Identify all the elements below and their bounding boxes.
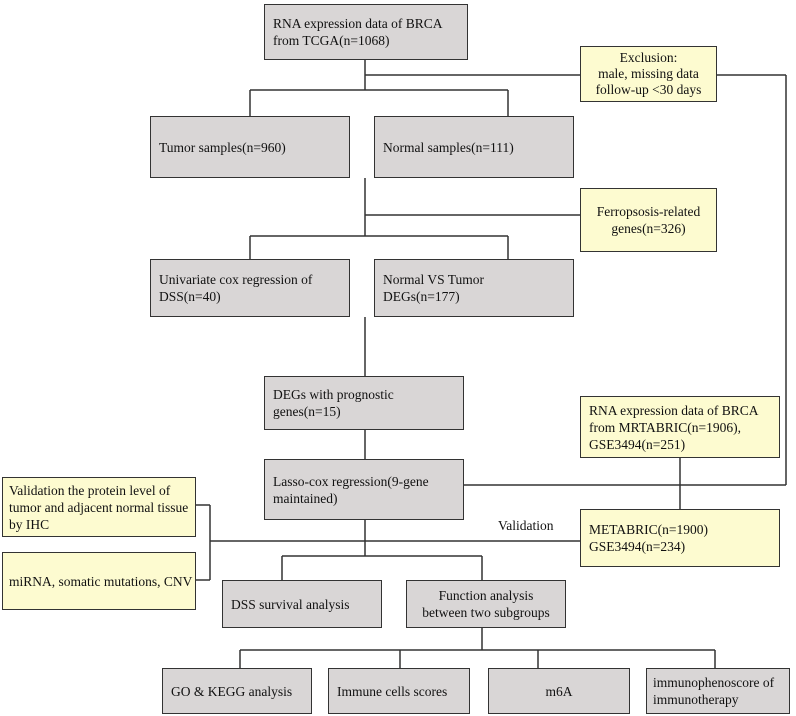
tcga-box: RNA expression data of BRCA from TCGA(n=…: [264, 4, 468, 60]
mrtabric-line-1: RNA expression data of BRCA: [589, 402, 759, 418]
function-line-1: Function analysis: [438, 588, 534, 603]
degs-line-1: DEGs with prognostic: [273, 387, 394, 402]
tumor-samples-label: Tumor samples(n=960): [159, 139, 286, 155]
mirna-label: miRNA, somatic mutations, CNV: [9, 573, 193, 589]
immune-label: Immune cells scores: [337, 683, 448, 699]
exclusion-line-2: male, missing data: [598, 66, 699, 81]
normal-vs-tumor-box: Normal VS Tumor DEGs(n=177): [374, 259, 574, 317]
ferro-line-1: Ferropsosis-related: [596, 204, 701, 219]
degs-line-2: genes(n=15): [273, 404, 341, 419]
tcga-line-1: RNA expression data of BRCA: [273, 16, 443, 31]
ferro-line-2: genes(n=326): [611, 221, 686, 236]
metabric-line-1: METABRIC(n=1900): [589, 522, 709, 537]
ihc-line-1: Validation the protein level of: [9, 482, 171, 498]
lasso-line-2: maintained): [273, 490, 338, 506]
function-analysis-box: Function analysis between two subgroups: [406, 580, 566, 628]
m6a-box: m6A: [488, 668, 630, 714]
dss-survival-label: DSS survival analysis: [231, 596, 350, 612]
exclusion-line-3: follow-up <30 days: [595, 82, 702, 97]
normal-samples-label: Normal samples(n=111): [383, 139, 514, 155]
tumor-samples-box: Tumor samples(n=960): [150, 116, 350, 178]
dss-survival-box: DSS survival analysis: [222, 580, 382, 628]
mrtabric-line-3: GSE3494(n=251): [589, 436, 686, 452]
univariate-line-1: Univariate cox regression of: [159, 272, 313, 287]
mrtabric-box: RNA expression data of BRCA from MRTABRI…: [580, 396, 780, 458]
validation-label: Validation: [498, 518, 554, 533]
univariate-cox-box: Univariate cox regression of DSS(n=40): [150, 259, 350, 317]
mrtabric-line-2: from MRTABRIC(n=1906),: [589, 419, 741, 435]
m6a-label: m6A: [545, 683, 573, 699]
validation-ihc-box: Validation the protein level of tumor an…: [2, 477, 196, 537]
tcga-line-2: from TCGA(n=1068): [273, 33, 390, 48]
metabric-line-2: GSE3494(n=234): [589, 539, 686, 554]
ihc-line-3: by IHC: [9, 516, 50, 532]
go-kegg-box: GO & KEGG analysis: [162, 668, 312, 714]
ihc-line-2: tumor and adjacent normal tissue: [9, 499, 189, 515]
immunophenoscore-box: immunophenoscore of immunotherapy: [646, 668, 790, 714]
degs-prognostic-box: DEGs with prognostic genes(n=15): [264, 376, 464, 430]
mirna-box: miRNA, somatic mutations, CNV: [2, 552, 196, 610]
exclusion-box: Exclusion: male, missing data follow-up …: [580, 46, 717, 102]
immune-scores-box: Immune cells scores: [328, 668, 470, 714]
function-line-2: between two subgroups: [422, 605, 550, 620]
lasso-cox-box: Lasso-cox regression(9-gene maintained): [264, 459, 464, 520]
immunopheno-line-1: immunophenoscore of: [653, 675, 775, 690]
ferroptosis-genes-box: Ferropsosis-related genes(n=326): [580, 188, 717, 252]
immunopheno-line-2: immunotherapy: [653, 692, 739, 707]
lasso-line-1: Lasso-cox regression(9-gene: [273, 473, 429, 489]
exclusion-line-1: Exclusion:: [619, 50, 678, 65]
metabric-box: METABRIC(n=1900) GSE3494(n=234): [580, 509, 780, 567]
normal-samples-box: Normal samples(n=111): [374, 116, 574, 178]
univariate-line-2: DSS(n=40): [159, 289, 221, 304]
nvt-line-1: Normal VS Tumor: [383, 272, 485, 287]
nvt-line-2: DEGs(n=177): [383, 289, 460, 304]
go-kegg-label: GO & KEGG analysis: [171, 683, 293, 699]
